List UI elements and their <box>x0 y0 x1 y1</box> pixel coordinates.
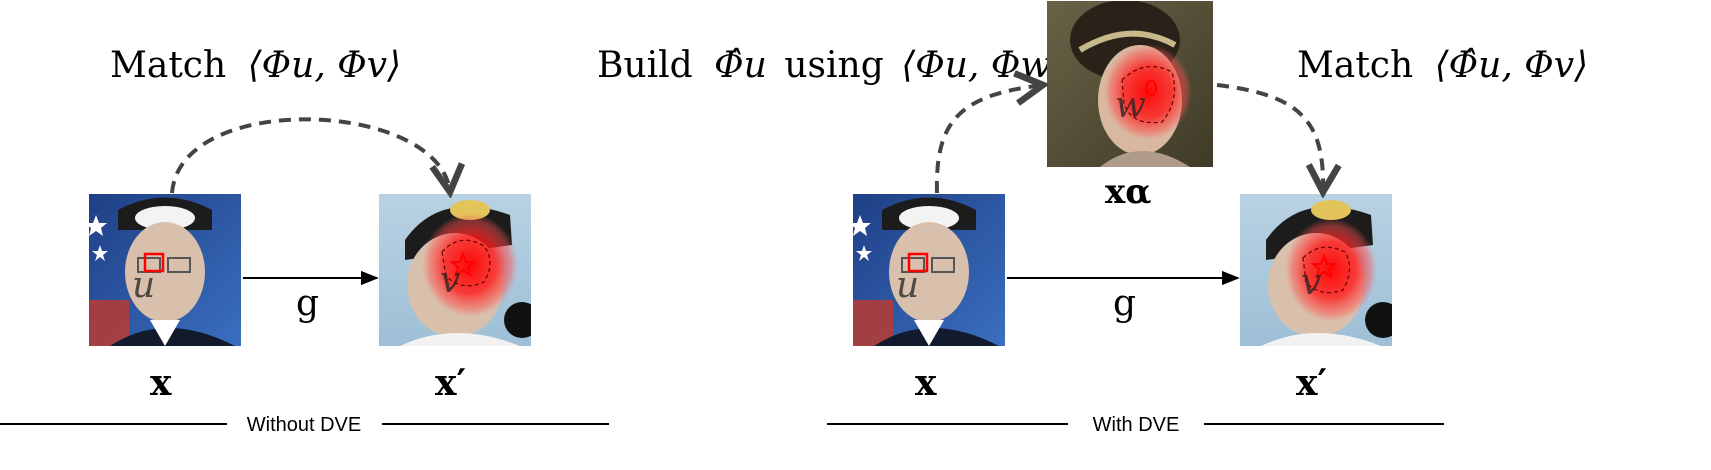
dashed-arrow-from-aux <box>1216 83 1323 192</box>
left-panel: Match ⟨Φu, Φv⟩ u <box>0 45 609 436</box>
match-heading-right: Match ⟨Φ̂u, Φv⟩ <box>1297 45 1588 86</box>
query-box-left <box>143 252 165 273</box>
label-xalpha: xα <box>1105 172 1151 212</box>
label-xprime-left: x′ <box>435 362 466 404</box>
target-image-right <box>1240 194 1392 346</box>
point-u-left: u <box>132 265 155 306</box>
caption-without-dve: Without DVE <box>247 414 361 436</box>
source-image-left <box>89 194 241 346</box>
auxiliary-image <box>1047 1 1213 167</box>
left-heading: Match ⟨Φu, Φv⟩ <box>110 45 401 86</box>
caption-with-dve: With DVE <box>1093 414 1180 436</box>
dashed-arrow-left <box>170 117 450 193</box>
build-heading: Build Φ̂u using ⟨Φu, Φw⟩ <box>597 45 1065 86</box>
source-image-right <box>853 194 1005 346</box>
right-panel: Build Φ̂u using ⟨Φu, Φw⟩ Match ⟨Φ̂u, Φv⟩… <box>597 1 1588 436</box>
point-u-right: u <box>896 265 919 306</box>
label-xprime-right: x′ <box>1296 362 1327 404</box>
point-v-left: v <box>440 260 460 301</box>
match-circle-aux <box>1145 80 1157 96</box>
match-star-right <box>1310 253 1338 280</box>
edge-label-g-right: g <box>1113 283 1136 324</box>
label-x-left: x <box>150 362 172 404</box>
edge-label-g-left: g <box>296 283 319 324</box>
dashed-arrow-to-aux <box>934 85 1043 194</box>
point-v-right: v <box>1301 262 1321 303</box>
query-box-right <box>907 252 929 273</box>
label-x-right: x <box>915 362 937 404</box>
point-w: w <box>1115 85 1146 126</box>
match-star-left <box>449 251 477 278</box>
